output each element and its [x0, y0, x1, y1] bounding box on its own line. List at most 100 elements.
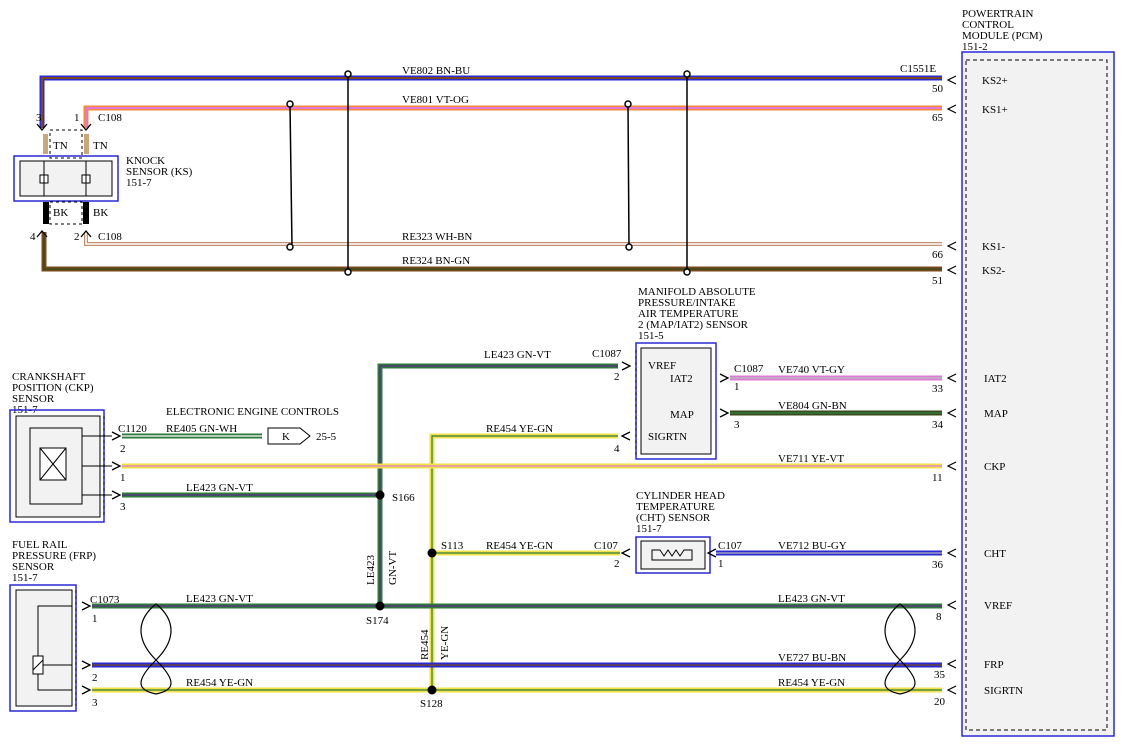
map-pin-arrow-icon	[719, 373, 730, 383]
splices: S166 S113 S174 S128	[366, 490, 464, 710]
vert-label-re454: RE454	[419, 629, 431, 660]
wire-re454-map: RE454 YE-GN	[429, 423, 618, 690]
frp-pin-2: 2	[92, 672, 98, 684]
frp-twist-loops	[140, 603, 916, 695]
ckp-pin-arrow-icon	[111, 431, 122, 441]
frp-pin-1: 1	[92, 613, 98, 625]
pin-number-20: 20	[934, 696, 946, 708]
arrow-icon	[946, 659, 957, 669]
pin-number-65: 65	[932, 112, 944, 124]
pcm-pin-numbers: 50 65 66 51 33 34 11 36 8 35 20	[932, 83, 946, 708]
twist-end	[344, 268, 352, 276]
wire-label-re454-cht: RE454 YE-GN	[486, 540, 553, 552]
arrow-icon	[946, 241, 957, 251]
wire-label-le423-ckp: LE423 GN-VT	[186, 482, 253, 494]
knock-sensor: 3 1 C108 TN TN KNOCK SENSOR (KS) 151-7 B…	[13, 112, 193, 243]
wire-label-le423-pcm: LE423 GN-VT	[778, 593, 845, 605]
splice-dot-s166	[375, 490, 385, 500]
pin-number-50: 50	[932, 83, 944, 95]
ks-pin-arrow-icon	[80, 229, 92, 238]
pcm-title-1: POWERTRAIN	[962, 8, 1034, 20]
wire-label-ve727: VE727 BU-BN	[778, 652, 846, 664]
wire-re324: RE324 BN-GN	[41, 232, 942, 272]
arrow-icon	[946, 75, 957, 85]
ckp-x-icon	[39, 447, 67, 481]
splice-s113: S113	[441, 540, 464, 552]
ks-title-2: SENSOR (KS)	[126, 166, 193, 178]
eec-connector: K	[282, 431, 290, 443]
pcm-title-3: MODULE (PCM)	[962, 30, 1043, 42]
twist-end	[625, 243, 633, 251]
wire-label-le423-map: LE423 GN-VT	[484, 349, 551, 361]
frp-pin-arrow-icon	[81, 660, 92, 670]
eec-ref: 25-5	[316, 431, 337, 443]
twist-line	[627, 104, 630, 248]
ckp-title-2: POSITION (CKP)	[12, 382, 94, 394]
pcm-pin-ks1minus: KS1-	[982, 241, 1006, 253]
splice-dot-s174	[375, 601, 385, 611]
pin-number-51: 51	[932, 275, 943, 287]
twist-end	[286, 243, 294, 251]
cht-outline	[635, 536, 711, 574]
wire-le423-map: LE423 GN-VT	[377, 349, 618, 608]
wire-le423-ckp: LE423 GN-VT	[122, 482, 380, 498]
pcm-pin-sigrtn: SIGRTN	[984, 685, 1023, 697]
eec-label: ELECTRONIC ENGINE CONTROLS	[166, 406, 339, 418]
wire-ve711: VE711 YE-VT	[122, 453, 942, 469]
splice-dot-s128	[427, 685, 437, 695]
frp-body	[15, 589, 73, 707]
frp-title-3: SENSOR	[12, 561, 55, 573]
frp-resistor-arrow	[32, 659, 44, 671]
frp-connector: C1073	[90, 594, 120, 606]
arrow-icon	[946, 600, 957, 610]
cht-title-2: TEMPERATURE	[636, 501, 715, 513]
pcm-pin-cht: CHT	[984, 548, 1006, 560]
vert-label-le423-color: GN-VT	[387, 551, 399, 585]
ckp-sensor: CRANKSHAFT POSITION (CKP) SENSOR 151-7 C…	[9, 371, 147, 523]
map-pin-arrow-icon	[719, 408, 730, 418]
pcm-pin-ks2minus: KS2-	[982, 265, 1006, 277]
ks-lead-bk-right	[83, 202, 89, 224]
pin-number-34: 34	[932, 419, 944, 431]
wire-re405: RE405 GN-WH ELECTRONIC ENGINE CONTROLS K…	[122, 406, 339, 445]
map-label-map: MAP	[670, 409, 694, 421]
pcm-pin-ks2plus: KS2+	[982, 75, 1008, 87]
twist-line	[289, 104, 293, 248]
twist-end	[683, 70, 691, 78]
ks-connector-bottom: C108	[98, 231, 122, 243]
ks-outline	[13, 155, 119, 202]
arrow-icon	[946, 408, 957, 418]
pcm-pin-iat2: IAT2	[984, 373, 1007, 385]
ckp-connector: C1120	[118, 423, 147, 435]
frp-sensor: FUEL RAIL PRESSURE (FRP) SENSOR 151-7 C1…	[9, 539, 120, 712]
pcm-pin-vref: VREF	[984, 600, 1012, 612]
eec-connector-shape	[267, 427, 311, 445]
wire-ve804: VE804 GN-BN	[730, 400, 942, 416]
map-pin-arrow-icon	[621, 361, 632, 371]
map-iat2-sensor: MANIFOLD ABSOLUTE PRESSURE/INTAKE AIR TE…	[592, 286, 764, 460]
splice-s166: S166	[392, 492, 415, 504]
map-pin-arrow-icon	[620, 431, 631, 441]
ks-title-3: 151-7	[126, 177, 152, 189]
wire-label-re323: RE323 WH-BN	[402, 231, 472, 243]
ckp-pin-2: 2	[120, 443, 126, 455]
ks-pin-1: 1	[74, 112, 80, 124]
ks-lead-label-bk-left: BK	[53, 207, 68, 219]
ks-lead-bk-left	[43, 202, 49, 224]
map-pin-4: 4	[614, 443, 620, 455]
ks-pin-arrow-icon	[36, 123, 48, 132]
wire-re323: RE323 WH-BN	[84, 231, 942, 246]
wire-label-re454-pcm: RE454 YE-GN	[778, 677, 845, 689]
pcm-pin-ckp: CKP	[984, 461, 1005, 473]
wire-label-re454-map: RE454 YE-GN	[486, 423, 553, 435]
wire-ve727: VE727 BU-BN	[92, 652, 942, 668]
wire-label-ve804: VE804 GN-BN	[778, 400, 847, 412]
wire-label-ve711: VE711 YE-VT	[778, 453, 844, 465]
ks-lead-label-tn-left: TN	[53, 140, 68, 152]
ckp-title-3: SENSOR	[12, 393, 55, 405]
pcm-title-4: 151-2	[962, 41, 988, 53]
map-label-vref: VREF	[648, 360, 676, 372]
pcm-pin-ks1plus: KS1+	[982, 104, 1008, 116]
vert-label-le423: LE423	[365, 555, 377, 585]
